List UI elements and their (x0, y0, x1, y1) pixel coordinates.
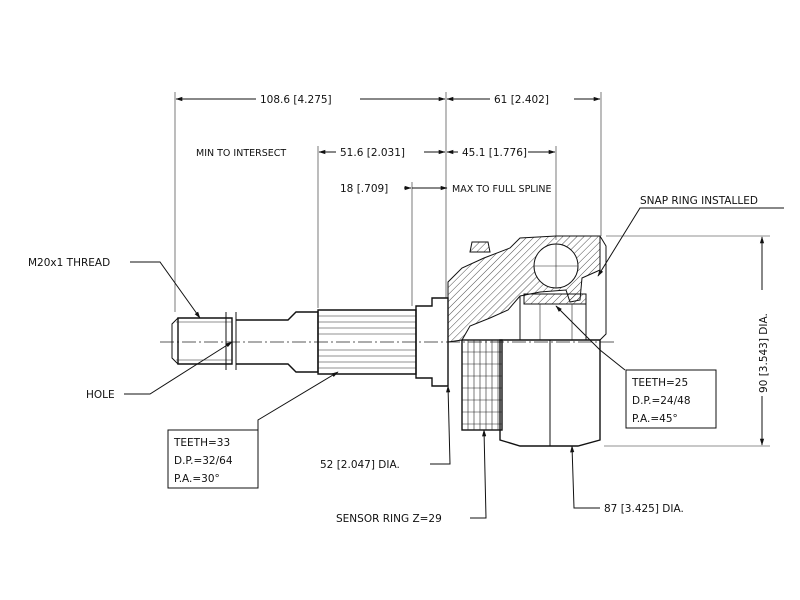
dim-housing-dia: 87 [3.425] DIA. (604, 503, 684, 515)
spec-outer-pa: P.A.=30° (174, 473, 220, 485)
callout-texts: M20x1 THREAD HOLE SNAP RING INSTALLED SE… (28, 195, 758, 525)
spec-inner-teeth: TEETH=25 (631, 377, 688, 389)
dim-min-to-intersect: 51.6 [2.031] (340, 147, 405, 159)
dim-shaft-dia: 52 [2.047] DIA. (320, 459, 400, 471)
spec-inner-pa: P.A.=45° (632, 413, 678, 425)
callout-sensor-ring: SENSOR RING Z=29 (336, 513, 442, 525)
part-geometry (160, 235, 615, 447)
dim-outer-height: 90 [3.543] DIA. (758, 313, 770, 393)
dim-outer-length: 61 [2.402] (494, 94, 549, 106)
threaded-end (177, 317, 233, 365)
spec-box-outer-spline: TEETH=33 D.P.=32/64 P.A.=30° (167, 429, 259, 489)
cage (523, 293, 587, 305)
sensor-teeth (462, 340, 502, 430)
dimension-texts: 108.6 [4.275] 61 [2.402] MIN TO INTERSEC… (196, 94, 770, 515)
spec-box-inner-spline: TEETH=25 D.P.=24/48 P.A.=45° (625, 369, 717, 429)
spec-inner-dp: D.P.=24/48 (632, 395, 691, 407)
dim-max-to-full-spline: MAX TO FULL SPLINE (452, 184, 552, 195)
callout-snap-ring: SNAP RING INSTALLED (640, 195, 758, 207)
dimension-lines (124, 92, 784, 519)
spline-lines (318, 315, 416, 369)
spec-outer-teeth: TEETH=33 (173, 437, 230, 449)
spec-outer-dp: D.P.=32/64 (174, 455, 233, 467)
dim-intersect-to-spline: 45.1 [1.776] (462, 147, 527, 159)
dim-min-to-intersect-label: MIN TO INTERSECT (196, 148, 286, 159)
callout-hole: HOLE (86, 389, 115, 401)
callout-thread: M20x1 THREAD (28, 257, 110, 269)
dim-spline-length: 18 [.709] (340, 183, 388, 195)
sensor-ring (461, 339, 503, 431)
dim-overall-length: 108.6 [4.275] (260, 94, 332, 106)
